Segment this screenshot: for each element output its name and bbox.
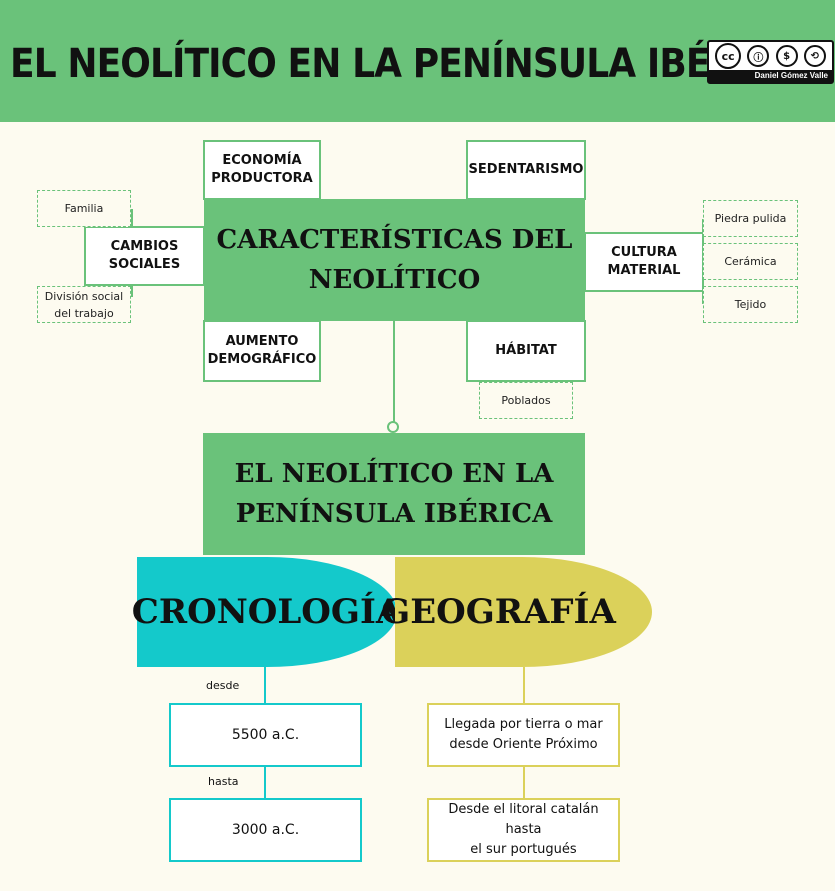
llegada-box[interactable]: Llegada por tierra o mar desde Oriente P… — [427, 703, 620, 767]
characteristics-title-line2: NEOLÍTICO — [308, 265, 481, 295]
litoral-line2: el sur portugués — [470, 842, 577, 857]
license-author: Daniel Gómez Valle — [709, 70, 832, 82]
division-line1: División social — [44, 289, 124, 303]
llegada-line1: Llegada por tierra o mar — [444, 717, 603, 732]
piedra-pulida-label: Piedra pulida — [714, 212, 787, 225]
cultura-line2: MATERIAL — [607, 263, 681, 278]
start-date-box[interactable]: 5500 a.C. — [169, 703, 362, 767]
division-line2: del trabajo — [54, 306, 114, 320]
aumento-line2: DEMOGRÁFICO — [207, 352, 317, 367]
llegada-line2: desde Oriente Próximo — [449, 737, 598, 752]
economia-line2: PRODUCTORA — [211, 171, 313, 186]
connector-node — [387, 421, 399, 433]
cambios-line1: CAMBIOS — [110, 239, 179, 254]
tejido-label: Tejido — [734, 298, 767, 311]
habitat-label: HÁBITAT — [495, 343, 557, 358]
geografia-connector-1 — [523, 667, 525, 704]
sharealike-icon: ⟲ — [803, 45, 826, 67]
piedra-pulida-item: Piedra pulida — [703, 200, 798, 237]
peninsula-node[interactable]: EL NEOLÍTICO EN LA PENÍNSULA IBÉRICA — [203, 433, 585, 555]
tejido-item: Tejido — [703, 286, 798, 323]
poblados-item: Poblados — [479, 382, 573, 419]
attribution-icon: ⓘ — [747, 45, 770, 67]
sedentarismo-label: SEDENTARISMO — [468, 162, 584, 177]
cc-icon: cc — [715, 43, 742, 69]
sedentarismo-box[interactable]: SEDENTARISMO — [466, 140, 586, 200]
aumento-demografico-box[interactable]: AUMENTO DEMOGRÁFICO — [203, 320, 321, 382]
cambios-sociales-box[interactable]: CAMBIOS SOCIALES — [84, 226, 205, 286]
peninsula-line1: EL NEOLÍTICO EN LA — [234, 459, 554, 489]
license-icons: cc ⓘ $ ⟲ — [709, 42, 832, 70]
cronologia-connector-2 — [264, 767, 266, 799]
familia-label: Familia — [64, 202, 104, 215]
cronologia-label: CRONOLOGÍA — [131, 592, 403, 632]
cultura-line1: CULTURA — [611, 245, 677, 260]
aumento-line1: AUMENTO — [225, 334, 299, 349]
geografia-connector-2 — [523, 767, 525, 799]
ceramica-label: Cerámica — [724, 255, 777, 268]
hasta-label: hasta — [208, 775, 239, 788]
noncommercial-icon: $ — [775, 45, 798, 67]
connector-cambios-bottom — [131, 283, 133, 297]
litoral-box[interactable]: Desde el litoral catalán hasta el sur po… — [427, 798, 620, 862]
geografia-header[interactable]: GEOGRAFÍA — [381, 557, 652, 667]
familia-item: Familia — [37, 190, 131, 227]
characteristics-node[interactable]: CARACTERÍSTICAS DEL NEOLÍTICO — [204, 199, 585, 321]
connector-main-vertical — [393, 320, 395, 424]
litoral-line1: Desde el litoral catalán hasta — [448, 802, 599, 837]
division-social-item: División social del trabajo — [37, 286, 131, 323]
poblados-label: Poblados — [501, 394, 551, 407]
habitat-box[interactable]: HÁBITAT — [466, 320, 586, 382]
cronologia-connector-1 — [264, 667, 266, 704]
start-date-value: 5500 a.C. — [231, 727, 300, 743]
economia-line1: ECONOMÍA — [222, 153, 302, 168]
geografia-label: GEOGRAFÍA — [381, 592, 616, 632]
end-date-value: 3000 a.C. — [231, 822, 300, 838]
cambios-line2: SOCIALES — [108, 257, 181, 272]
license-badge[interactable]: cc ⓘ $ ⟲ Daniel Gómez Valle — [707, 40, 834, 84]
end-date-box[interactable]: 3000 a.C. — [169, 798, 362, 862]
page-title: EL NEOLÍTICO EN LA PENÍNSULA IBÉRICA — [10, 41, 802, 87]
cronologia-header[interactable]: CRONOLOGÍA — [132, 557, 402, 667]
peninsula-line2: PENÍNSULA IBÉRICA — [235, 499, 553, 529]
desde-label: desde — [206, 679, 240, 692]
economia-productora-box[interactable]: ECONOMÍA PRODUCTORA — [203, 140, 321, 200]
ceramica-item: Cerámica — [703, 243, 798, 280]
header-bar — [0, 0, 835, 122]
cultura-material-box[interactable]: CULTURA MATERIAL — [584, 232, 704, 292]
characteristics-title-line1: CARACTERÍSTICAS DEL — [216, 225, 573, 255]
